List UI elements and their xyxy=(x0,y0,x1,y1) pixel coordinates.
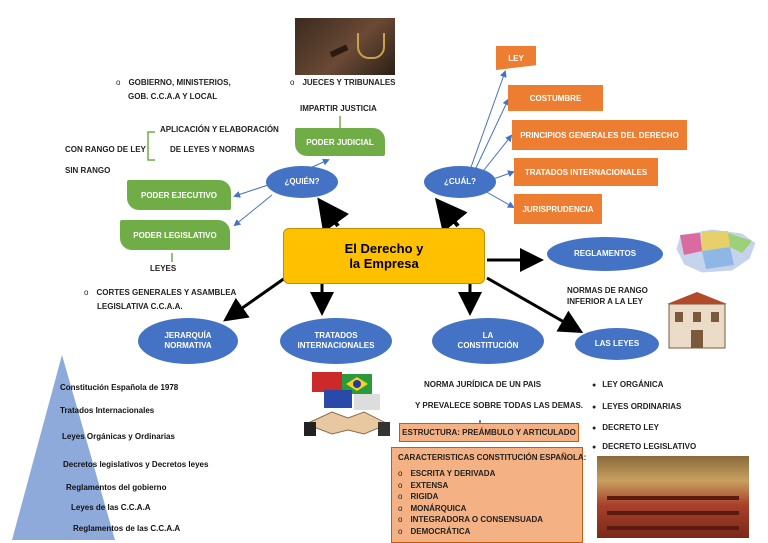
cual-item-jurisprudencia: JURISPRUDENCIA xyxy=(514,194,602,224)
las-leyes-label: LAS LEYES xyxy=(594,338,640,348)
cual-item-costumbre: COSTUMBRE xyxy=(508,85,603,111)
cual-label: ¿CUÁL? xyxy=(444,176,476,186)
jerarquia-level: Tratados Internacionales xyxy=(60,406,155,415)
constitucion-desc-line2: Y PREVALECE SOBRE TODAS LAS DEMAS. xyxy=(415,401,584,410)
cual-item-principios: PRINCIPIOS GENERALES DEL DERECHO xyxy=(512,120,687,150)
poder-ejecutivo-flag: PODER EJECUTIVO xyxy=(127,180,231,210)
gobierno-text-line1: GOBIERNO, MINISTERIOS, xyxy=(116,78,230,88)
con-rango-text: CON RANGO DE LEY xyxy=(65,145,146,154)
poder-legislativo-flag: PODER LEGISLATIVO xyxy=(120,220,230,250)
poder-legislativo-label: PODER LEGISLATIVO xyxy=(133,230,217,240)
jerarquia-level: Leyes Orgánicas y Ordinarias xyxy=(62,432,175,441)
caracteristica-item: EXTENSA xyxy=(398,481,448,491)
aplicacion-text: APLICACIÓN Y ELABORACIÓN xyxy=(160,125,279,134)
jerarquia-level: Reglamentos del gobierno xyxy=(66,483,167,492)
de-leyes-text: DE LEYES Y NORMAS xyxy=(170,145,255,154)
poder-judicial-flag: PODER JUDICIAL xyxy=(295,128,385,156)
impartir-text: IMPARTIR JUSTICIA xyxy=(300,104,377,113)
caracteristicas-title: CARACTERISTICAS CONSTITUCIÓN ESPAÑOLA: xyxy=(398,453,587,462)
cual-oval: ¿CUÁL? xyxy=(424,166,496,198)
cortes-text-line2: LEGISLATIVA C.C.A.A. xyxy=(97,302,183,311)
leyes-ordinarias-item: LEYES ORDINARIAS xyxy=(592,402,681,412)
center-title-line2: la Empresa xyxy=(349,256,419,271)
caracteristica-item: INTEGRADORA O CONSENSUADA xyxy=(398,515,543,525)
quien-oval: ¿QUIÉN? xyxy=(266,166,338,198)
caracteristica-item: MONÁRQUICA xyxy=(398,504,466,514)
tratados-oval: TRATADOS INTERNACIONALES xyxy=(280,318,392,364)
jerarquia-level: Decretos legislativos y Decretos leyes xyxy=(63,460,209,469)
sin-rango-text: SIN RANGO xyxy=(65,166,111,175)
cual-item-tratados: TRATADOS INTERNACIONALES xyxy=(514,158,658,186)
cual-item-ley: LEY xyxy=(496,46,536,70)
jerarquia-level: Leyes de las C.C.A.A xyxy=(71,503,151,512)
caracteristicas-box: CARACTERISTICAS CONSTITUCIÓN ESPAÑOLA: E… xyxy=(391,447,587,543)
reglamentos-note-line2: INFERIOR A LA LEY xyxy=(567,297,643,306)
reglamentos-label: REGLAMENTOS xyxy=(573,248,637,258)
leyes-text: LEYES xyxy=(150,264,177,273)
jerarquia-pyramid xyxy=(12,355,115,540)
handshake-flags-image xyxy=(304,368,390,440)
spain-map-image xyxy=(672,225,760,277)
center-box: El Derecho y la Empresa xyxy=(283,228,485,284)
cortes-text-line1: CORTES GENERALES Y ASAMBLEA xyxy=(84,288,236,298)
decreto-legislativo-item: DECRETO LEGISLATIVO xyxy=(592,442,696,452)
constitucion-oval: LA CONSTITUCIÓN xyxy=(432,318,544,364)
constitucion-desc-line1: NORMA JURÍDICA DE UN PAIS xyxy=(424,380,542,389)
poder-ejecutivo-label: PODER EJECUTIVO xyxy=(140,190,217,200)
parliament-image xyxy=(597,456,749,538)
estructura-box: ESTRUCTURA: PREÁMBULO Y ARTICULADO xyxy=(399,423,579,442)
poder-judicial-label: PODER JUDICIAL xyxy=(306,137,374,147)
las-leyes-oval: LAS LEYES xyxy=(575,328,659,360)
judge-gavel-image xyxy=(295,18,395,75)
center-title-line1: El Derecho y xyxy=(344,241,424,256)
gobierno-text-line2: GOB. C.C.A.A Y LOCAL xyxy=(128,92,218,101)
building-image xyxy=(667,292,727,350)
jerarquia-level: Reglamentos de las C.C.A.A xyxy=(73,524,181,533)
ley-organica-item: LEY ORGÁNICA xyxy=(592,380,663,390)
jerarquia-oval: JERARQUÍA NORMATIVA xyxy=(138,318,238,364)
caracteristica-item: RIGIDA xyxy=(398,492,438,502)
caracteristica-item: DEMOCRÁTICA xyxy=(398,527,470,537)
reglamentos-oval: REGLAMENTOS xyxy=(547,237,663,271)
caracteristica-item: ESCRITA Y DERIVADA xyxy=(398,469,495,479)
reglamentos-note-line1: NORMAS DE RANGO xyxy=(567,286,648,295)
quien-label: ¿QUIÉN? xyxy=(284,176,320,186)
jueces-text: JUECES Y TRIBUNALES xyxy=(290,78,395,88)
jerarquia-level: Constitución Española de 1978 xyxy=(60,383,179,392)
decreto-ley-item: DECRETO LEY xyxy=(592,423,659,433)
